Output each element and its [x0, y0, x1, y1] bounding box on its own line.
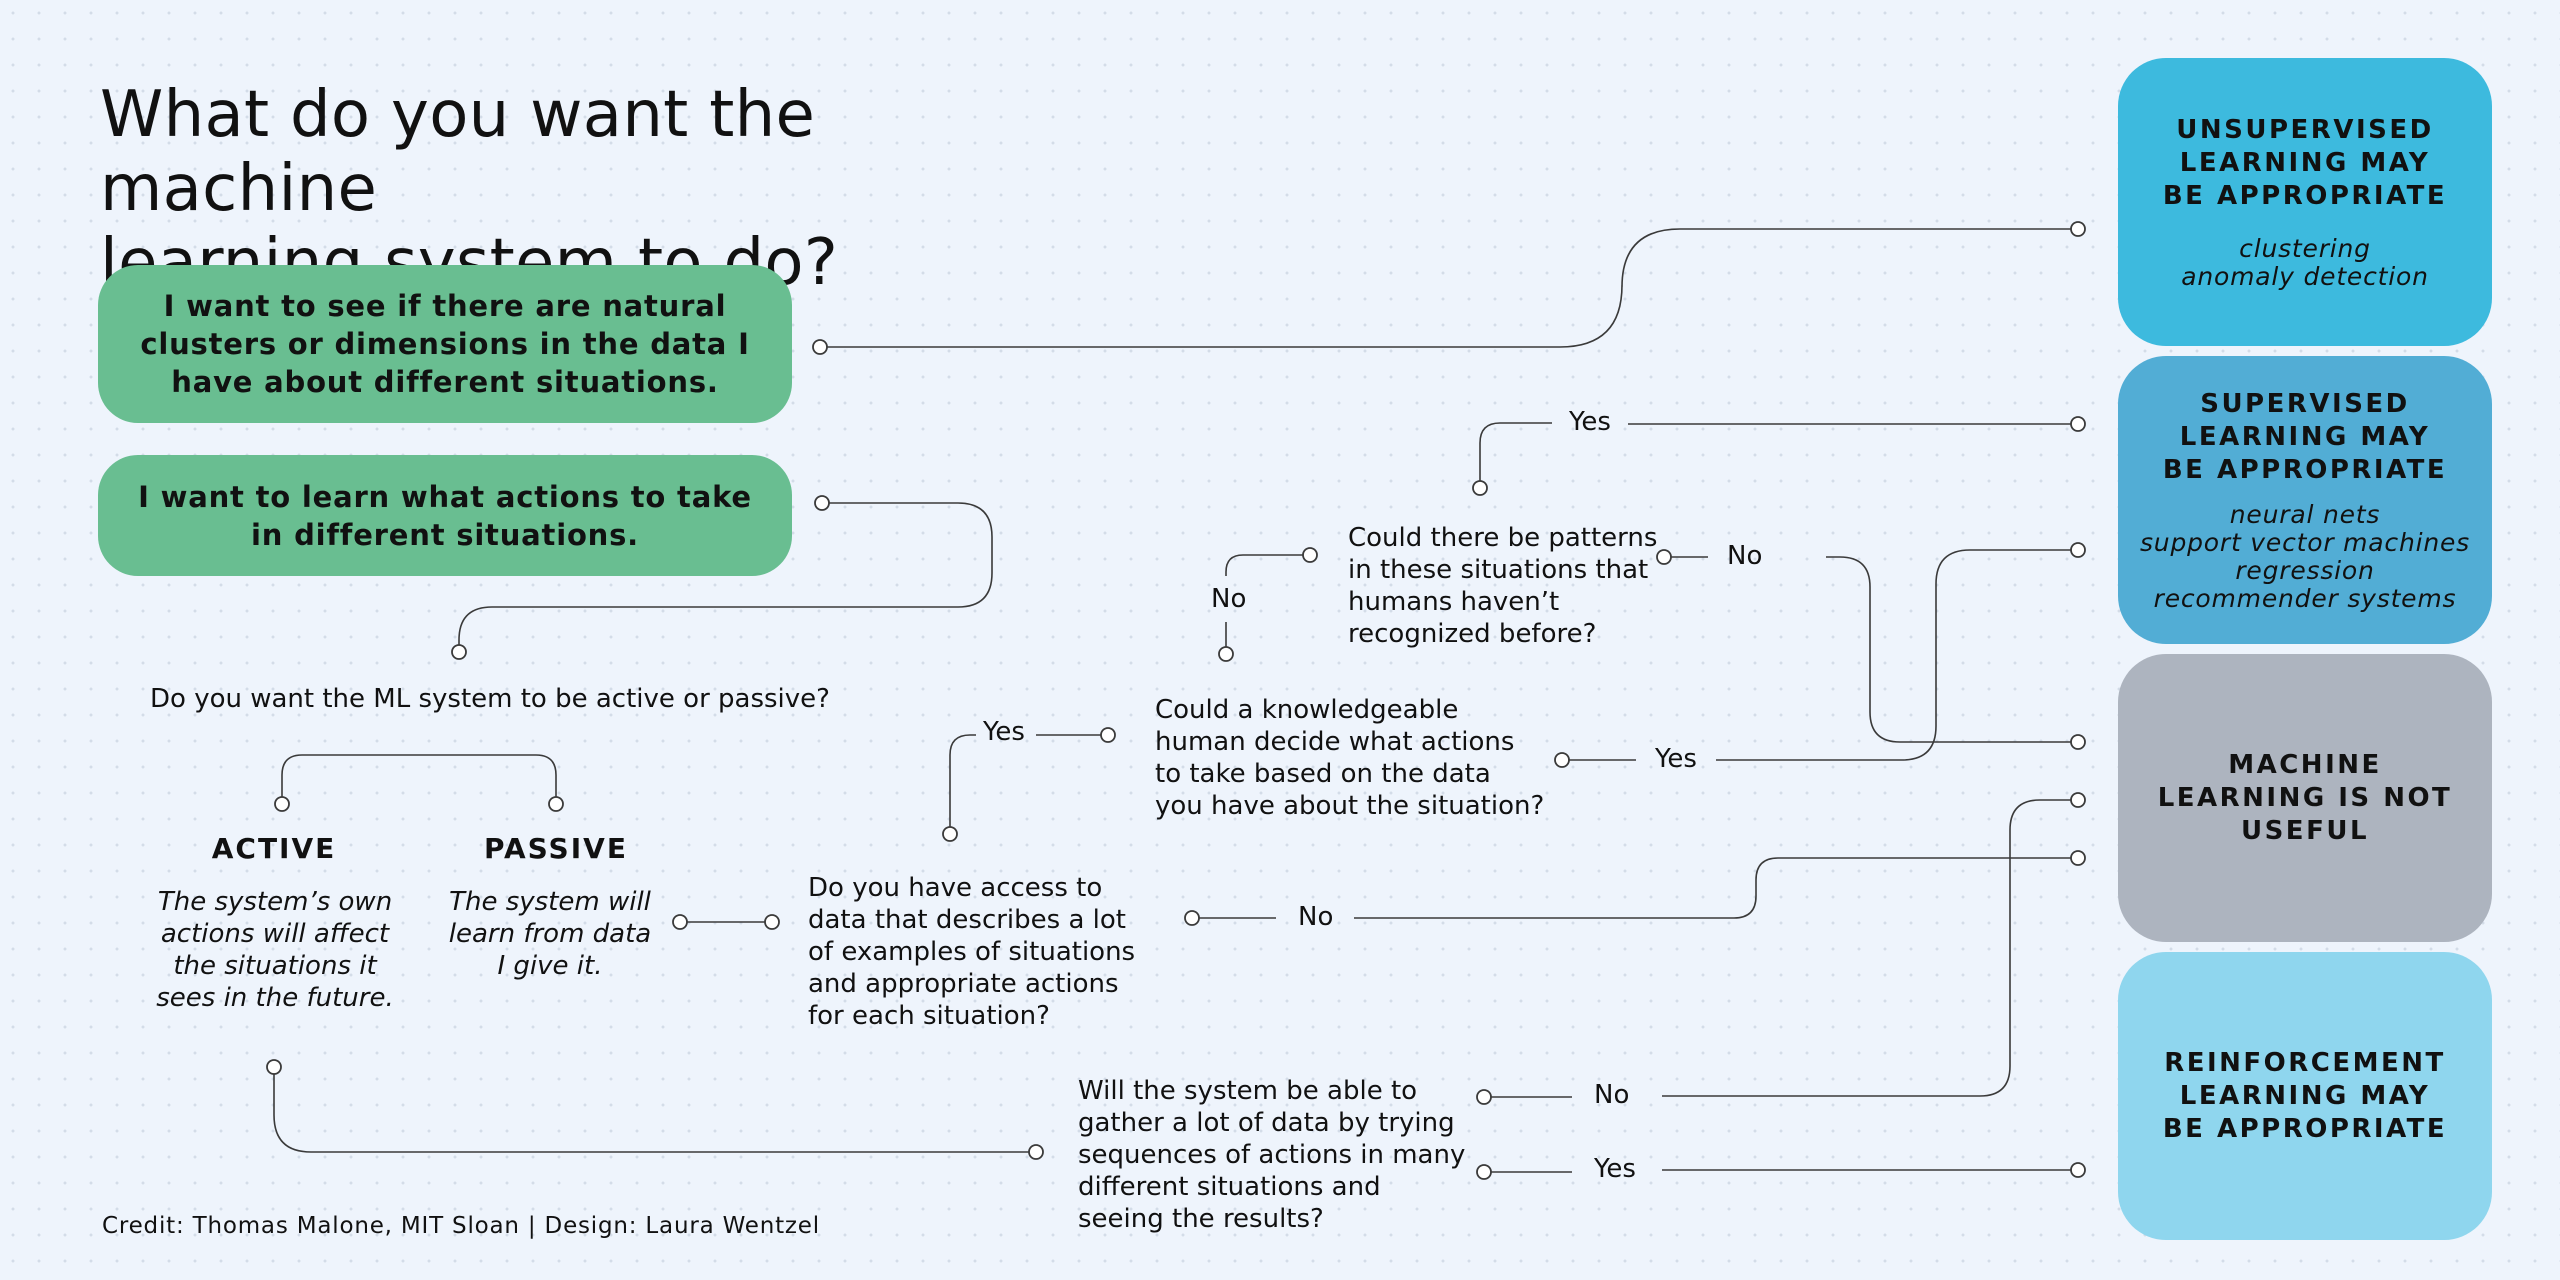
question-gather: Will the system be able to gather a lot … — [1078, 1076, 1466, 1234]
outcome-supervised[interactable]: SUPERVISED LEARNING MAY BE APPROPRIATE n… — [2118, 356, 2492, 644]
answer-gather-no: No — [1594, 1080, 1630, 1110]
mode-active-title: ACTIVE — [211, 832, 337, 865]
node-dot — [2070, 850, 2086, 866]
connector-no-not-useful-bottom — [1662, 799, 2078, 1097]
page-title: What do you want the machine learning sy… — [100, 78, 1100, 300]
node-dot — [942, 826, 958, 842]
node-dot — [1218, 646, 1234, 662]
answer-human-yes: Yes — [1655, 744, 1697, 774]
node-dot — [1302, 547, 1318, 563]
page-title-line1: What do you want the machine — [100, 78, 816, 226]
node-dot — [451, 644, 467, 660]
node-dot — [2070, 542, 2086, 558]
node-dot — [2070, 734, 2086, 750]
connector-no-not-useful-top — [1826, 556, 2078, 743]
node-dot — [2070, 1162, 2086, 1178]
outcome-supervised-title: SUPERVISED LEARNING MAY BE APPROPRIATE — [2162, 388, 2448, 485]
node-dot — [1656, 549, 1672, 565]
mode-passive-title: PASSIVE — [484, 832, 628, 865]
node-dot — [1476, 1089, 1492, 1105]
credit-line: Credit: Thomas Malone, MIT Sloan | Desig… — [102, 1213, 820, 1239]
outcome-reinforcement-title: REINFORCEMENT LEARNING MAY BE APPROPRIAT… — [2162, 1047, 2448, 1144]
outcome-unsupervised-examples: clustering anomaly detection — [2181, 233, 2429, 291]
node-dot — [672, 914, 688, 930]
outcome-unsupervised-title: UNSUPERVISED LEARNING MAY BE APPROPRIATE — [2162, 114, 2448, 211]
mode-active-desc: The system’s own actions will affect the… — [156, 887, 394, 1013]
start-clusters-label: I want to see if there are natural clust… — [140, 289, 750, 399]
start-actions[interactable]: I want to learn what actions to take in … — [98, 455, 792, 576]
outcome-not-useful-title: MACHINE LEARNING IS NOT USEFUL — [2157, 749, 2453, 846]
answer-gather-yes: Yes — [1594, 1154, 1636, 1184]
question-human: Could a knowledgeable human decide what … — [1155, 695, 1545, 821]
answer-patterns-yes: Yes — [1569, 407, 1611, 437]
outcome-not-useful[interactable]: MACHINE LEARNING IS NOT USEFUL — [2118, 654, 2492, 942]
mode-passive-desc: The system will learn from data I give i… — [448, 887, 652, 981]
start-actions-label: I want to learn what actions to take in … — [138, 479, 752, 552]
answer-human-no: No — [1211, 584, 1247, 614]
connector-actions-question — [458, 502, 993, 652]
start-clusters[interactable]: I want to see if there are natural clust… — [98, 265, 792, 423]
node-dot — [2070, 792, 2086, 808]
outcome-reinforcement[interactable]: REINFORCEMENT LEARNING MAY BE APPROPRIAT… — [2118, 952, 2492, 1240]
node-dot — [1028, 1144, 1044, 1160]
connector-yes-supervised — [1716, 549, 2078, 761]
connector-clusters-unsupervised — [820, 228, 2078, 348]
node-dot — [2070, 221, 2086, 237]
connector-active-passive-split — [281, 754, 557, 802]
node-dot — [266, 1059, 282, 1075]
node-dot — [548, 796, 564, 812]
connector-access-yes — [949, 734, 976, 833]
connector-no-patterns — [1225, 554, 1310, 576]
outcome-unsupervised[interactable]: UNSUPERVISED LEARNING MAY BE APPROPRIATE… — [2118, 58, 2492, 346]
node-dot — [1476, 1164, 1492, 1180]
question-access: Do you have access to data that describe… — [808, 873, 1136, 1031]
node-dot — [1554, 752, 1570, 768]
connector-patterns-yes — [1479, 422, 1552, 488]
node-dot — [2070, 416, 2086, 432]
node-dot — [814, 495, 830, 511]
outcome-supervised-examples: neural nets support vector machines regr… — [2139, 499, 2471, 613]
answer-access-no: No — [1298, 902, 1334, 932]
node-dot — [1100, 727, 1116, 743]
question-patterns: Could there be patterns in these situati… — [1348, 523, 1658, 649]
node-dot — [1472, 480, 1488, 496]
question-active-passive: Do you want the ML system to be active o… — [150, 684, 830, 714]
node-dot — [812, 339, 828, 355]
node-dot — [764, 914, 780, 930]
node-dot — [1184, 910, 1200, 926]
answer-access-yes: Yes — [983, 717, 1025, 747]
connector-active-gather — [273, 1068, 1036, 1153]
connector-no-not-useful — [1354, 857, 2078, 919]
node-dot — [274, 796, 290, 812]
answer-patterns-no: No — [1727, 541, 1763, 571]
